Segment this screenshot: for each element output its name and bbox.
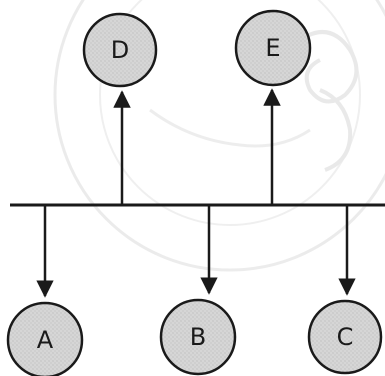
- node-b: B: [159, 298, 237, 376]
- node-d: D: [82, 12, 158, 88]
- node-b-label: B: [190, 323, 206, 351]
- node-c: C: [307, 299, 383, 375]
- node-d-label: D: [111, 36, 129, 64]
- seal-watermark: [53, 0, 385, 272]
- node-a: A: [6, 301, 84, 376]
- node-a-label: A: [37, 326, 54, 354]
- node-e-label: E: [265, 34, 280, 62]
- node-c-label: C: [337, 323, 354, 351]
- node-e: E: [234, 9, 312, 87]
